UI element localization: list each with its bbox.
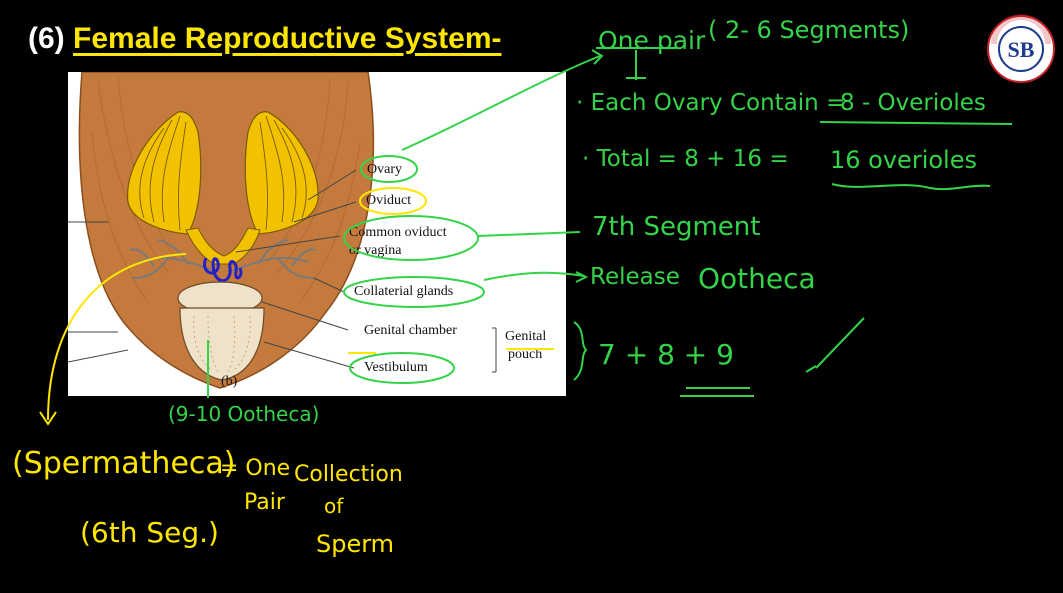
note-ootheca: Ootheca [698, 262, 816, 295]
right-ovarioles [259, 115, 307, 231]
title-main: Female Reproductive System- [73, 22, 502, 55]
label-vestibulum: Vestibulum [364, 360, 428, 375]
note-total: · Total = 8 + 16 = [582, 146, 789, 172]
spermatheca-arrowhead [39, 411, 57, 426]
label-genital-pouch-2: pouch [508, 347, 543, 362]
reproductive-diagram: Ovary Oviduct Common oviduct or vagina C… [68, 72, 566, 396]
note-segments: ( 2- 6 Segments) [708, 16, 910, 44]
vestibulum-texture [193, 315, 251, 373]
note-each-ovary: · Each Ovary Contain = [576, 90, 846, 116]
collaterial-arrowhead [575, 271, 589, 283]
note-sum: 7 + 8 + 9 [598, 338, 734, 371]
label-genital-chamber: Genital chamber [364, 323, 457, 338]
note-collection: Collection [294, 462, 403, 487]
label-genital-pouch-1: Genital [505, 329, 547, 344]
spermatheca-mark [203, 257, 243, 283]
note-sperm: Sperm [316, 530, 395, 558]
page-title: (6) Female Reproductive System- [28, 22, 502, 56]
logo-initials: SB [1008, 37, 1035, 62]
note-spermatheca: (Spermatheca) [12, 446, 236, 481]
logo: SB [986, 14, 1056, 84]
tick-start [805, 365, 817, 373]
label-ovary: Ovary [367, 162, 402, 177]
title-number: (6) [28, 22, 65, 55]
note-pair: Pair [244, 490, 285, 515]
note-equals-one: = One [220, 456, 291, 481]
note-of: of [324, 494, 344, 518]
note-ovarioles-16: 16 overioles [830, 146, 977, 174]
left-ovarioles [139, 115, 187, 231]
oviducts [185, 227, 261, 265]
ovarioles-8-underline [819, 121, 1013, 125]
ovarioles-16-underline [831, 183, 991, 191]
label-common-oviduct-2: or vagina [349, 243, 402, 258]
tick-mark [815, 317, 865, 369]
label-oviduct: Oviduct [366, 193, 412, 208]
label-panel-b: (b) [221, 374, 238, 389]
note-ovarioles-8: 8 - Overioles [840, 90, 986, 116]
note-seventh-segment: 7th Segment [592, 212, 761, 242]
genital-brace [573, 321, 588, 381]
note-one-pair: One pair [598, 26, 706, 55]
note-sixth-seg: (6th Seg.) [80, 516, 219, 549]
note-release: Release [590, 264, 680, 290]
label-common-oviduct-1: Common oviduct [349, 225, 447, 240]
label-collaterial-glands: Collaterial glands [354, 284, 454, 299]
note-ootheca-count: (9-10 Ootheca) [168, 402, 320, 426]
